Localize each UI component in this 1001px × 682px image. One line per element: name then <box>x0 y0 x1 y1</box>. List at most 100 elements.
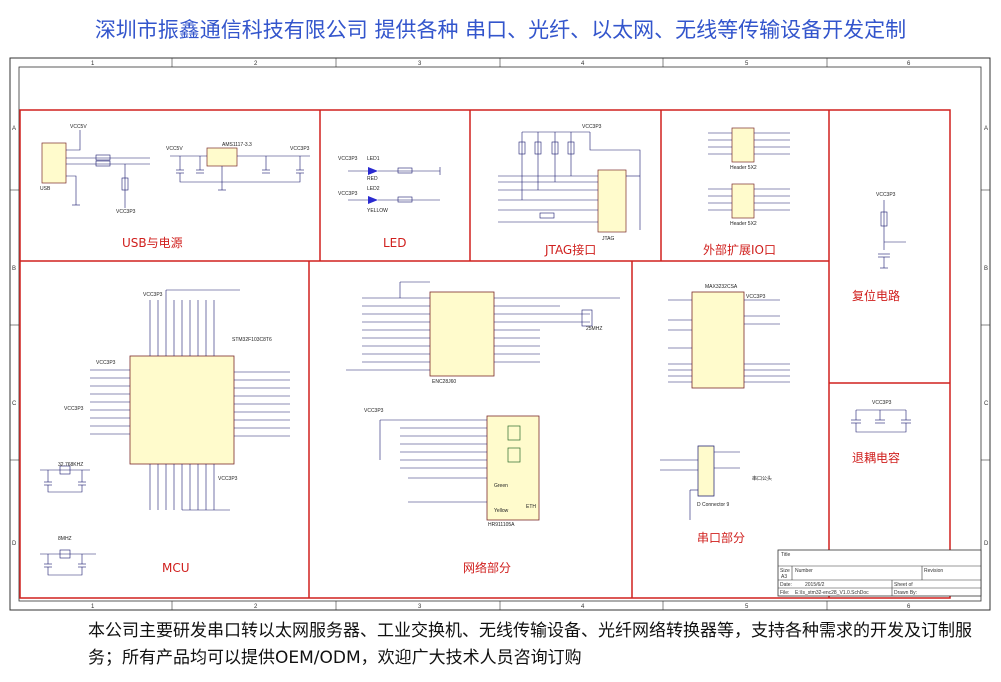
ruler-col-4-bottom: 4 <box>581 604 585 610</box>
title-block-number-label: Number <box>795 568 813 574</box>
usb-vcc5v-label: VCC5V <box>70 124 87 130</box>
title-block-drawn-label: Drawn By: <box>894 590 917 596</box>
net-vcc3p3-label: VCC3P3 <box>364 408 384 414</box>
green-led-label: Green <box>494 483 508 489</box>
ruler-marks <box>10 58 990 610</box>
u2-label: MAX3232CSA <box>705 284 738 290</box>
title-block-revision-label: Revision <box>924 568 943 574</box>
ruler-row-d: D <box>12 541 17 547</box>
section-borders <box>19 109 951 599</box>
section-label-led: LED <box>383 236 407 250</box>
network-block: ENC28J60 25MHZ HR911105A ETH Green Yello… <box>346 281 620 528</box>
led1-color: RED <box>367 176 378 182</box>
y1-label: 25MHZ <box>586 326 602 332</box>
u1-label: STM32F103C8T6 <box>232 337 272 343</box>
serial-block: MAX3232CSA VCC3P3 D Connector 9 串口公头 <box>660 284 790 520</box>
usb-connector-j1 <box>41 142 67 184</box>
ruler-row-b: B <box>12 266 16 272</box>
u4-label: AMS1117-3.3 <box>222 142 252 148</box>
rs232-transceiver-u2 <box>691 291 745 389</box>
decouple-vcc3p3-label: VCC3P3 <box>872 400 892 406</box>
ruler-col-2: 2 <box>254 61 258 67</box>
yellow-led-label: Yellow <box>494 508 509 514</box>
title-block: Title Size A3 Number Revision Date: 2015… <box>777 549 982 597</box>
section-label-decoupling: 退耦电容 <box>852 450 900 465</box>
ruler-col-2-bottom: 2 <box>254 604 258 610</box>
ruler-col-4: 4 <box>581 61 585 67</box>
led1-label: LED1 <box>367 156 380 162</box>
section-label-ext-io: 外部扩展IO口 <box>703 242 776 257</box>
eth-label: ETH <box>526 504 536 510</box>
usb-power-block: USB VCC5V VCC3P3 AMS1117-3.3 VCC5V VCC3P… <box>40 124 310 215</box>
p3-label: Header 5X2 <box>730 221 757 227</box>
y2-label: 32.768KHZ <box>58 462 83 468</box>
crystal-y1 <box>581 309 593 327</box>
led2-symbol <box>368 196 378 204</box>
title-block-file-label: File: <box>780 590 789 596</box>
j3-label: HR911105A <box>488 522 515 528</box>
reset-vcc3p3-label: VCC3P3 <box>876 192 896 198</box>
ruler-col-3: 3 <box>418 61 422 67</box>
title-block-date: 2015/6/2 <box>805 582 825 588</box>
header-p2 <box>731 127 755 163</box>
reset-block: VCC3P3 <box>876 192 906 269</box>
p1-label: JTAG <box>602 236 615 242</box>
led-block: LED1 RED LED2 YELLOW VCC3P3 VCC3P3 <box>338 156 441 214</box>
ruler-col-5-bottom: 5 <box>745 604 749 610</box>
ldo-u4 <box>206 147 238 167</box>
section-label-network: 网络部分 <box>463 560 511 575</box>
ruler-col-1: 1 <box>91 61 95 67</box>
decoupling-block: VCC3P3 <box>851 400 911 433</box>
ruler-row-c-right: C <box>984 401 989 407</box>
led2-color: YELLOW <box>367 208 388 214</box>
ethernet-controller-u3 <box>429 291 495 377</box>
led1-symbol <box>368 167 378 175</box>
mcu-vcc3p3-top: VCC3P3 <box>143 292 163 298</box>
jtag-vcc3p3-label: VCC3P3 <box>582 124 602 130</box>
mcu-vcc3p3-bottom: VCC3P3 <box>218 476 238 482</box>
company-banner: 深圳市振鑫通信科技有限公司 提供各种 串口、光纤、以太网、无线等传输设备开发定制 <box>94 18 907 42</box>
ldo-vcc5v-label: VCC5V <box>166 146 183 152</box>
ruler-col-6: 6 <box>907 61 911 67</box>
ext-io-block: Header 5X2 Header 5X2 <box>708 127 790 227</box>
j1-label: USB <box>40 186 51 192</box>
section-label-mcu: MCU <box>162 561 190 575</box>
jtag-header-p1 <box>597 169 627 233</box>
led2-label: LED2 <box>367 186 380 192</box>
title-block-size-label: Size <box>780 568 790 574</box>
ldo-vcc3p3-label: VCC3P3 <box>290 146 310 152</box>
led-vcc3p3-a: VCC3P3 <box>338 156 358 162</box>
company-description: 本公司主要研发串口转以太网服务器、工业交换机、无线传输设备、光纤网络转换器等，支… <box>88 621 972 668</box>
rj45-magjack-j3 <box>486 415 540 521</box>
ruler-col-3-bottom: 3 <box>418 604 422 610</box>
ruler-col-1-bottom: 1 <box>91 604 95 610</box>
title-block-sheet-label: Sheet of <box>894 582 913 588</box>
header-p3 <box>731 183 755 219</box>
ruler-row-b-right: B <box>984 266 988 272</box>
ruler-row-a-right: A <box>984 126 988 132</box>
j2-label: D Connector 9 <box>697 502 729 508</box>
title-block-title-label: Title <box>781 552 790 558</box>
serial-male-header-label: 串口公头 <box>752 475 772 482</box>
ruler-row-a: A <box>12 126 16 132</box>
section-label-usb-power: USB与电源 <box>122 236 183 250</box>
led-vcc3p3-b: VCC3P3 <box>338 191 358 197</box>
title-block-date-label: Date: <box>780 582 792 588</box>
section-label-reset: 复位电路 <box>852 288 900 303</box>
title-block-size: A3 <box>781 574 787 580</box>
mcu-u1 <box>129 355 235 465</box>
p2-label: Header 5X2 <box>730 165 757 171</box>
db9-connector-j2 <box>697 445 715 497</box>
mcu-vcc3p3-left: VCC3P3 <box>96 360 116 366</box>
section-label-serial: 串口部分 <box>697 530 745 545</box>
ruler-row-d-right: D <box>984 541 989 547</box>
ruler-col-5: 5 <box>745 61 749 67</box>
u3-label: ENC28J60 <box>432 379 456 385</box>
ruler-col-6-bottom: 6 <box>907 604 911 610</box>
jtag-block: JTAG VCC3P3 <box>498 124 641 242</box>
serial-vcc3p3-label: VCC3P3 <box>746 294 766 300</box>
mcu-block: STM32F103C8T6 VCC3P3 VCC3P3 VCC3P3 VCC3P… <box>40 289 290 576</box>
sheet-inner-frame <box>18 66 982 602</box>
ruler-row-c: C <box>12 401 17 407</box>
